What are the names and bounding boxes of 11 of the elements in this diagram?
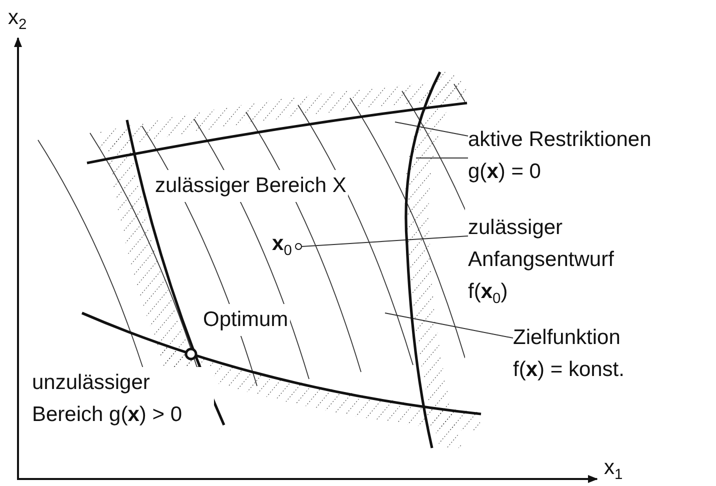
start-point-marker (295, 243, 302, 250)
annotation-text: Zielfunktion (513, 325, 622, 351)
formula-text: f(x) = konst. (513, 357, 626, 383)
leader-line (302, 236, 468, 247)
y-axis-label: x$_{2}$ (8, 5, 27, 34)
optimum-label: Optimum (201, 304, 290, 336)
formula-text: f(x$_{0}$) (468, 279, 509, 308)
formula-text: g(x) = 0 (468, 159, 542, 185)
region-label: zulässiger Bereich X (153, 170, 348, 202)
annotation-text: aktive Restriktionen (468, 127, 652, 153)
x-axis-label: x$_{1}$ (604, 455, 623, 484)
